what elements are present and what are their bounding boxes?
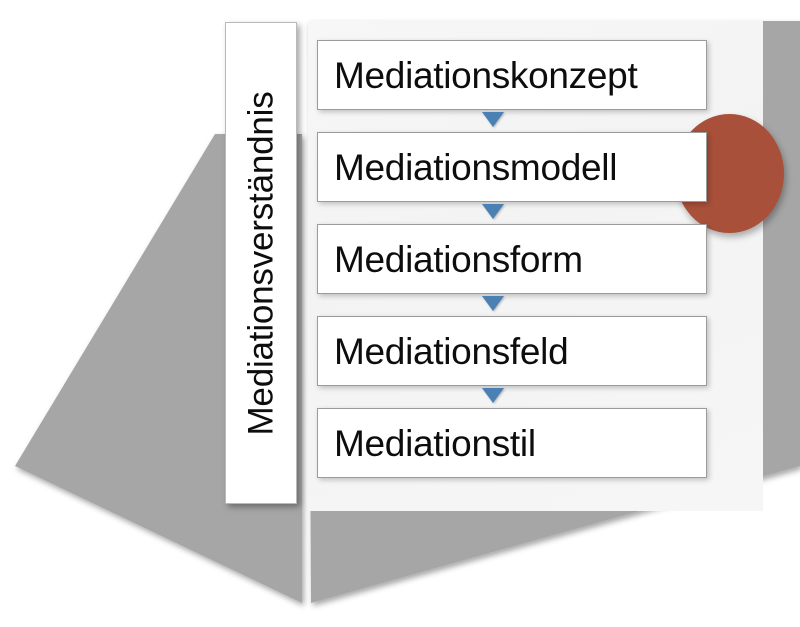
vertical-title-box: Mediationsverständnis	[225, 22, 297, 504]
stage-row: Mediationstil	[317, 408, 707, 478]
arrow-down-icon	[482, 112, 504, 127]
arrow-down-icon	[482, 296, 504, 311]
stage-box-mediationsform[interactable]: Mediationsform	[317, 224, 707, 294]
stage-row: Mediationsmodell	[317, 132, 707, 224]
stage-row: Mediationskonzept	[317, 40, 707, 132]
arrow-down-icon	[482, 204, 504, 219]
stage-box-label: Mediationsmodell	[334, 146, 618, 188]
arrow-down-icon	[482, 388, 504, 403]
stage-box-mediationsmodell[interactable]: Mediationsmodell	[317, 132, 707, 202]
stage-box-mediationsfeld[interactable]: Mediationsfeld	[317, 316, 707, 386]
stage-box-label: Mediationsfeld	[334, 330, 569, 372]
stage-box-label: Mediationskonzept	[334, 54, 638, 96]
stage-row: Mediationsfeld	[317, 316, 707, 408]
vertical-title-label: Mediationsverständnis	[241, 90, 281, 436]
stage-list: Mediationskonzept Mediationsmodell Media…	[317, 40, 707, 478]
stage-row: Mediationsform	[317, 224, 707, 316]
stage-box-mediationskonzept[interactable]: Mediationskonzept	[317, 40, 707, 110]
stage-box-mediationstil[interactable]: Mediationstil	[317, 408, 707, 478]
stage-box-label: Mediationstil	[334, 422, 536, 464]
stage-box-label: Mediationsform	[334, 238, 583, 280]
